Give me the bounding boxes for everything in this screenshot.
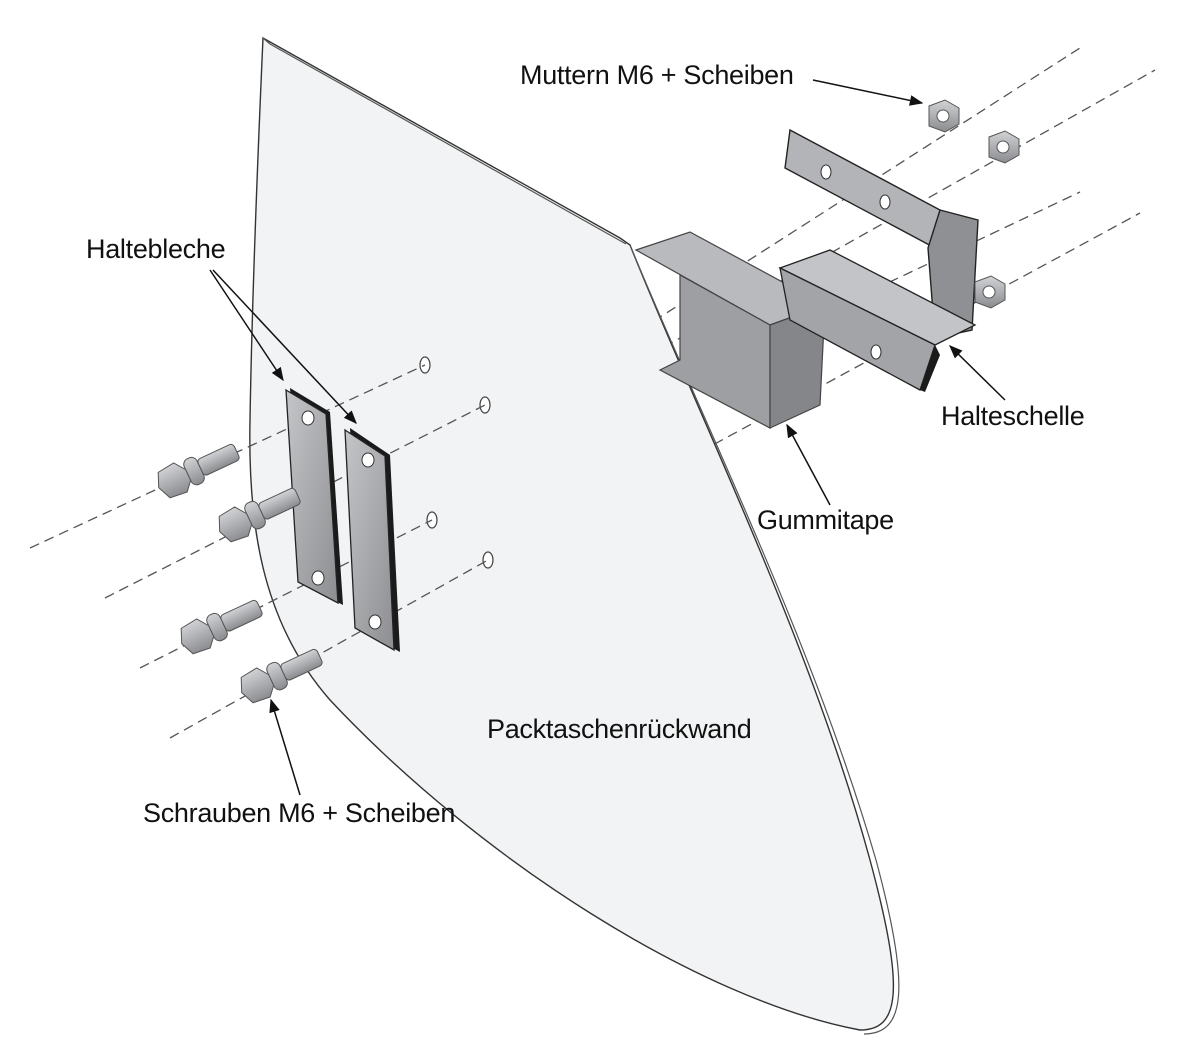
bolt-3 — [180, 599, 263, 655]
rubber-tape — [634, 231, 827, 429]
clamp-bracket — [778, 128, 979, 392]
bolt-4 — [240, 648, 323, 704]
label-bolts: Schrauben M6 + Scheiben — [143, 798, 455, 828]
holding-plate-left — [285, 388, 343, 605]
bolt-2 — [218, 487, 301, 543]
nut-1 — [928, 99, 960, 133]
label-nuts: Muttern M6 + Scheiben — [520, 60, 794, 90]
nut-3 — [974, 275, 1006, 309]
bolt-1 — [157, 443, 240, 499]
label-panel: Packtaschenrückwand — [487, 714, 751, 744]
nut-2 — [988, 130, 1020, 164]
holding-plate-right — [344, 428, 400, 652]
panel-holes — [419, 356, 494, 569]
label-plates: Haltebleche — [86, 234, 225, 264]
label-clamp: Halteschelle — [941, 401, 1084, 431]
leader-arrows — [209, 79, 1006, 796]
label-tape: Gummitape — [757, 505, 894, 535]
pannier-back-panel — [249, 36, 900, 1035]
